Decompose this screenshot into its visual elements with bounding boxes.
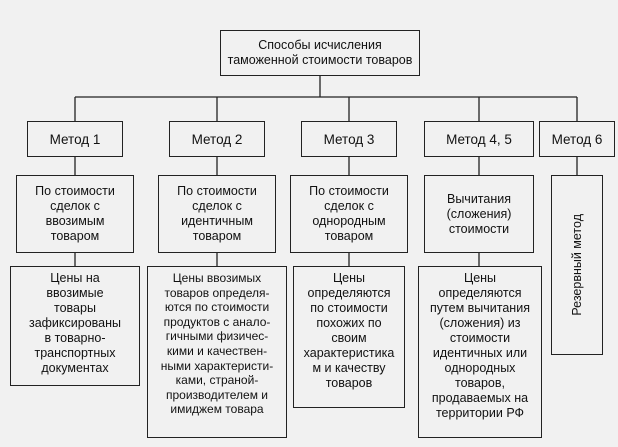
method-1-label: Метод 1 bbox=[49, 131, 101, 147]
method-6-label: Метод 6 bbox=[551, 131, 603, 147]
method-1-description-box: Цены на ввозимые товары зафиксированы в … bbox=[10, 266, 140, 386]
method-45-basis: Вычитания (сложения) стоимости bbox=[446, 191, 512, 236]
method-6-box: Метод 6 bbox=[539, 121, 615, 157]
method-1-description: Цены на ввозимые товары зафиксированы в … bbox=[28, 271, 122, 375]
method-2-box: Метод 2 bbox=[169, 121, 265, 157]
method-3-basis: По стоимости сделок с однородным товаром bbox=[309, 184, 389, 243]
method-1-basis-box: По стоимости сделок с ввозимым товаром bbox=[16, 175, 134, 253]
method-2-description-box: Цены ввозимых товаров определя- ются по … bbox=[147, 266, 287, 438]
method-6-reserve-text: Резервный метод bbox=[570, 214, 584, 316]
method-3-box: Метод 3 bbox=[301, 121, 397, 157]
method-45-description: Цены определяются путем вычитания (сложе… bbox=[430, 271, 530, 420]
method-2-basis: По стоимости сделок с идентичным товаром bbox=[177, 184, 257, 243]
method-3-label: Метод 3 bbox=[323, 131, 375, 147]
method-6-reserve-box: Резервный метод bbox=[551, 175, 603, 355]
method-45-label: Метод 4, 5 bbox=[446, 131, 512, 147]
method-2-label: Метод 2 bbox=[191, 131, 243, 147]
method-2-basis-box: По стоимости сделок с идентичным товаром bbox=[158, 175, 276, 253]
method-45-box: Метод 4, 5 bbox=[424, 121, 534, 157]
method-45-basis-box: Вычитания (сложения) стоимости bbox=[424, 175, 534, 253]
method-3-description: Цены определяются по стоимости похожих п… bbox=[303, 271, 395, 390]
method-2-description: Цены ввозимых товаров определя- ются по … bbox=[160, 271, 274, 417]
method-3-description-box: Цены определяются по стоимости похожих п… bbox=[293, 266, 405, 408]
method-3-basis-box: По стоимости сделок с однородным товаром bbox=[290, 175, 408, 253]
root-title: Способы исчисления таможенной стоимости … bbox=[227, 38, 413, 67]
method-1-basis: По стоимости сделок с ввозимым товаром bbox=[35, 184, 115, 243]
method-45-description-box: Цены определяются путем вычитания (сложе… bbox=[418, 266, 542, 438]
root-box: Способы исчисления таможенной стоимости … bbox=[220, 30, 420, 76]
method-1-box: Метод 1 bbox=[27, 121, 123, 157]
